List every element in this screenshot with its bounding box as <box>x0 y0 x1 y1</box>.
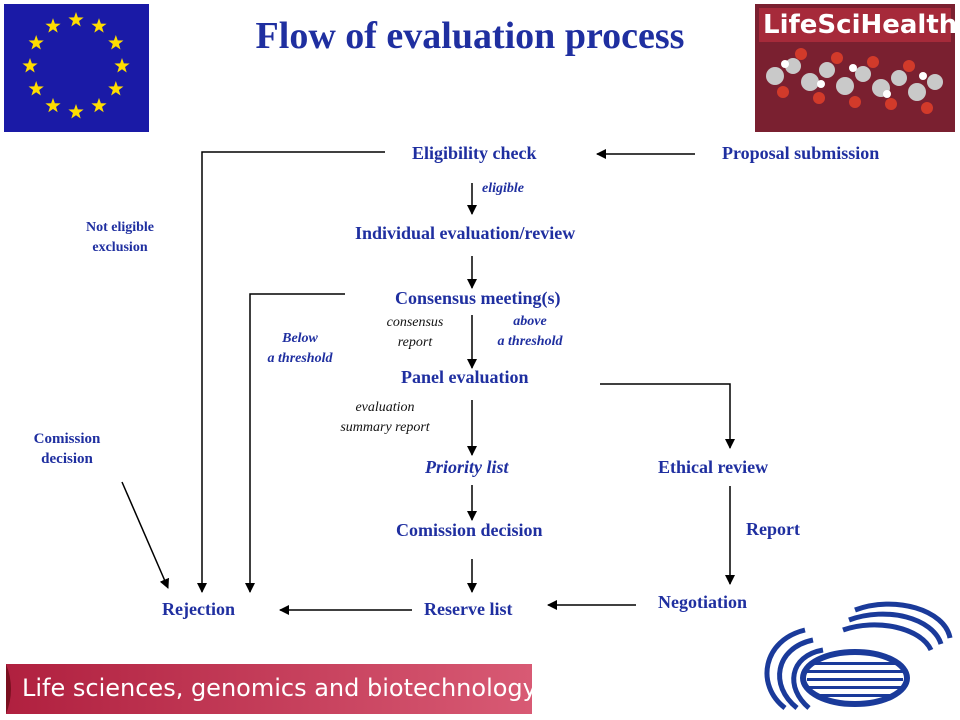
eu-star-icon <box>91 97 107 113</box>
label-comission-decision-side-line2: decision <box>41 451 93 467</box>
label-report: Report <box>746 519 800 539</box>
node-comission-decision: Comission decision <box>396 520 543 540</box>
lifescihealth-logo: LifeSciHealth <box>755 4 958 132</box>
node-rejection: Rejection <box>162 599 235 619</box>
eu-star-icon <box>68 104 84 119</box>
eu-star-icon <box>68 12 84 27</box>
label-evaluation-summary: evaluation summary report <box>325 398 445 438</box>
label-not-eligible-line1: Not eligible <box>85 220 155 235</box>
eu-star-icon <box>108 35 124 50</box>
node-panel-evaluation: Panel evaluation <box>401 367 529 387</box>
node-negotiation: Negotiation <box>658 592 747 612</box>
label-above-threshold: above a threshold <box>480 312 580 352</box>
label-above-threshold-line1: above <box>513 314 547 329</box>
node-proposal-submission: Proposal submission <box>722 143 880 163</box>
arrow-panel-to-ethical <box>600 383 735 449</box>
eu-star-icon <box>108 81 124 96</box>
eu-star-icon <box>28 35 44 50</box>
lifescihealth-logo-text: LifeSciHealth <box>763 10 958 40</box>
eu-star-icon <box>28 81 44 96</box>
label-comission-decision-side-line1: Comission <box>33 431 101 447</box>
label-above-threshold-line2: a threshold <box>497 334 563 349</box>
arrow-eligibility-to-rejection <box>197 151 385 593</box>
eu-star-icon <box>91 18 107 33</box>
bottom-banner-text: Life sciences, genomics and biotechnolog… <box>22 674 662 702</box>
eu-flag-logo <box>4 4 149 132</box>
label-below-threshold: Below a threshold <box>250 329 350 369</box>
arrow-comission-side-to-rejection <box>121 481 170 589</box>
eu-star-icon <box>45 18 61 33</box>
label-evaluation-summary-line2: summary report <box>340 420 430 435</box>
bottom-banner: Life sciences, genomics and biotechnolog… <box>6 664 661 714</box>
label-below-threshold-line2: a threshold <box>267 351 333 366</box>
label-evaluation-summary-line1: evaluation <box>355 400 415 415</box>
label-consensus-report-line2: report <box>397 335 433 350</box>
eu-star-icon <box>114 58 130 73</box>
label-consensus-report-line1: consensus <box>386 315 444 330</box>
eu-star-icon <box>22 58 38 73</box>
label-not-eligible-line2: exclusion <box>92 240 148 255</box>
node-ethical-review: Ethical review <box>658 457 769 477</box>
node-priority-list: Priority list <box>425 457 509 477</box>
eu-star-icon <box>45 97 61 113</box>
label-consensus-report: consensus report <box>370 313 460 353</box>
fp6-logo <box>764 601 953 710</box>
node-individual-evaluation: Individual evaluation/review <box>355 223 576 243</box>
node-consensus-meeting: Consensus meeting(s) <box>395 288 561 308</box>
arrow-consensus-to-rejection <box>245 293 345 593</box>
label-below-threshold-line1: Below <box>282 331 318 346</box>
node-reserve-list: Reserve list <box>424 599 513 619</box>
page-title: Flow of evaluation process <box>255 15 685 57</box>
node-eligibility-check: Eligibility check <box>412 143 537 163</box>
label-eligible: eligible <box>482 181 524 196</box>
label-not-eligible: Not eligible exclusion <box>60 218 180 258</box>
label-comission-decision-side: Comission decision <box>22 429 112 469</box>
